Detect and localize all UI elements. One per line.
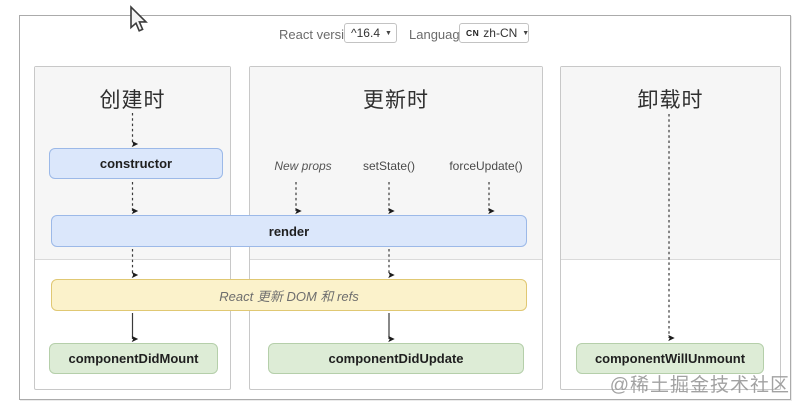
mouse-cursor-icon [127,5,151,35]
trigger-forceupdate: forceUpdate() [449,159,523,173]
render-phase-background [561,67,780,260]
react-version-value: ^16.4 [351,26,380,40]
app-frame: React version ^16.4 ▼ Language CN zh-CN … [19,15,791,400]
panel-title-unmounting: 卸载时 [637,89,704,112]
language-value-wrap: CN zh-CN [466,26,517,40]
panel-unmounting: 卸载时 [560,66,781,390]
render-box[interactable]: render [51,215,527,247]
react-version-select[interactable]: ^16.4 ▼ [344,23,397,43]
panel-title-updating: 更新时 [363,89,429,112]
trigger-new-props: New props [274,159,332,173]
constructor-box[interactable]: constructor [49,148,223,179]
component-will-unmount-box[interactable]: componentWillUnmount [576,343,764,374]
language-label: Language [409,27,467,42]
language-select[interactable]: CN zh-CN ▼ [459,23,529,43]
panel-title-mounting: 创建时 [99,89,166,112]
language-flag: CN [466,28,480,38]
chevron-down-icon: ▼ [385,29,392,37]
trigger-setstate: setState() [362,159,416,173]
react-version-label: React version [279,27,359,42]
watermark: @稀土掘金技术社区 [609,375,790,396]
chevron-down-icon: ▼ [522,29,530,37]
component-did-mount-box[interactable]: componentDidMount [49,343,218,374]
language-value: zh-CN [483,26,518,40]
component-did-update-box[interactable]: componentDidUpdate [268,343,524,374]
react-dom-update-box: React 更新 DOM 和 refs [51,279,527,311]
